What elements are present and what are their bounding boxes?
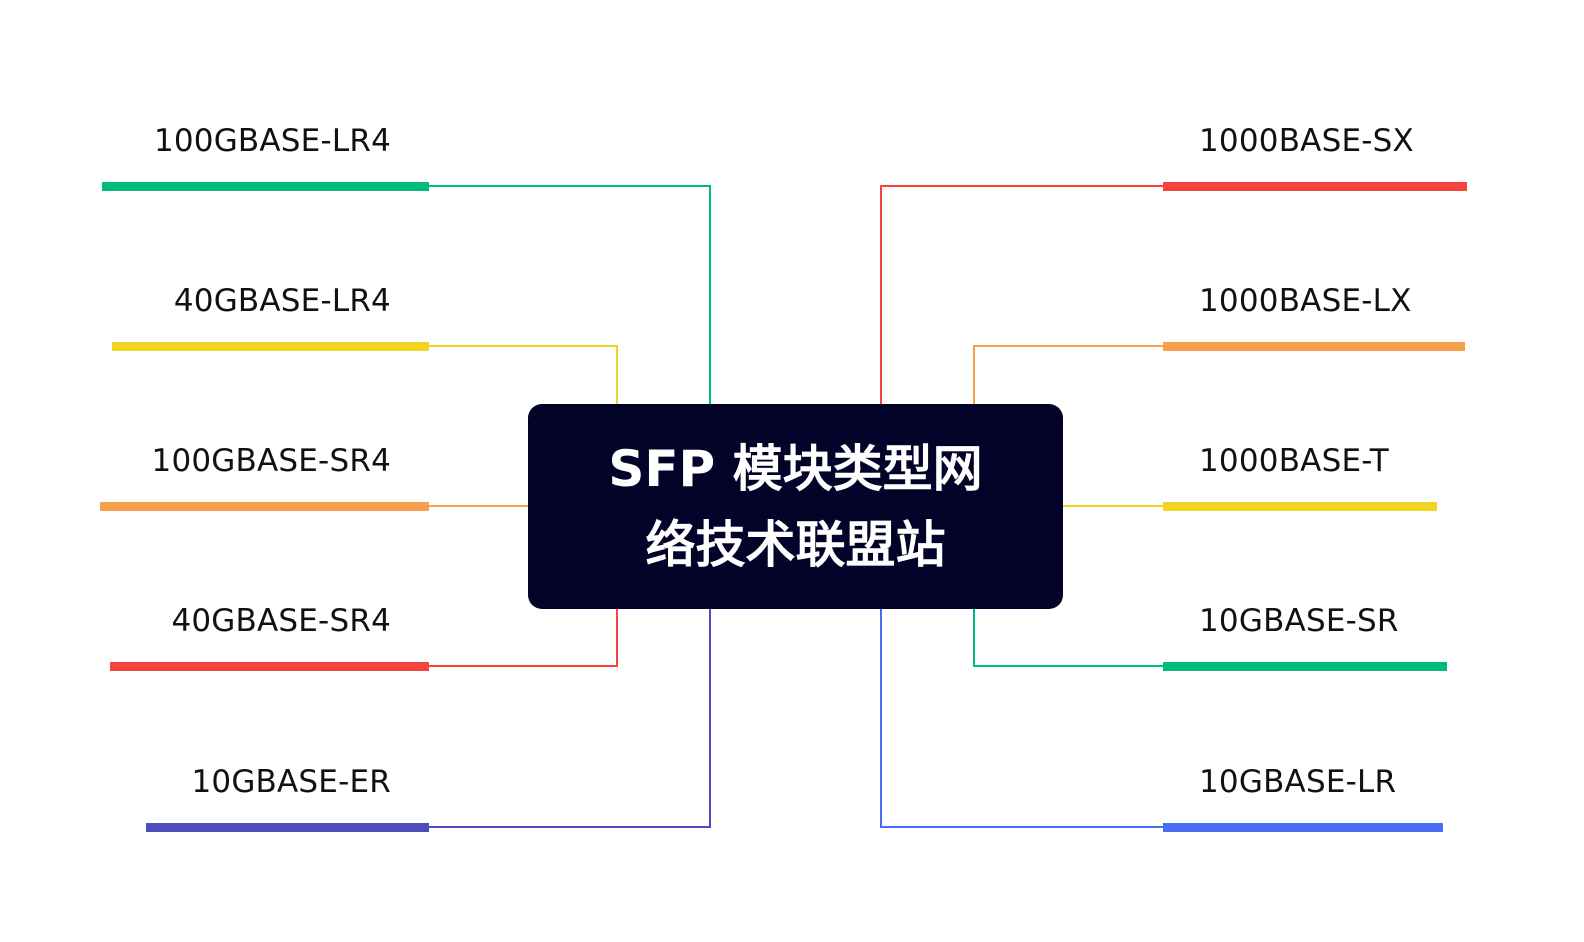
connector-line [973, 609, 1163, 667]
node-underline-bar [146, 823, 429, 832]
central-topic[interactable]: SFP 模块类型网 络技术联盟站 [528, 404, 1063, 609]
connector-line [429, 185, 711, 404]
connector-line [973, 345, 1163, 404]
node-underline-bar [110, 662, 429, 671]
node-label: 10GBASE-ER [191, 764, 391, 800]
connector-line [429, 345, 618, 404]
connector-line [429, 609, 711, 828]
node-underline-bar [100, 502, 429, 511]
node-label: 1000BASE-SX [1199, 123, 1414, 159]
node-label: 100GBASE-SR4 [151, 443, 391, 479]
central-topic-line-1: SFP 模块类型网 [608, 439, 983, 498]
node-underline-bar [102, 182, 429, 191]
node-underline-bar [112, 342, 429, 351]
node-label: 40GBASE-LR4 [173, 283, 391, 319]
node-label: 1000BASE-LX [1199, 283, 1412, 319]
node-label: 40GBASE-SR4 [171, 603, 391, 639]
node-underline-bar [1163, 182, 1467, 191]
node-underline-bar [1163, 823, 1443, 832]
node-label: 1000BASE-T [1199, 443, 1389, 479]
node-label: 100GBASE-LR4 [153, 123, 391, 159]
node-label: 10GBASE-SR [1199, 603, 1399, 639]
connector-line [880, 185, 1163, 404]
node-underline-bar [1163, 502, 1437, 511]
node-underline-bar [1163, 662, 1447, 671]
node-label: 10GBASE-LR [1199, 764, 1397, 800]
connector-line [429, 609, 618, 667]
connector-line [880, 609, 1163, 828]
central-topic-title: SFP 模块类型网 络技术联盟站 [608, 431, 982, 583]
central-topic-line-2: 络技术联盟站 [645, 515, 946, 574]
node-underline-bar [1163, 342, 1465, 351]
